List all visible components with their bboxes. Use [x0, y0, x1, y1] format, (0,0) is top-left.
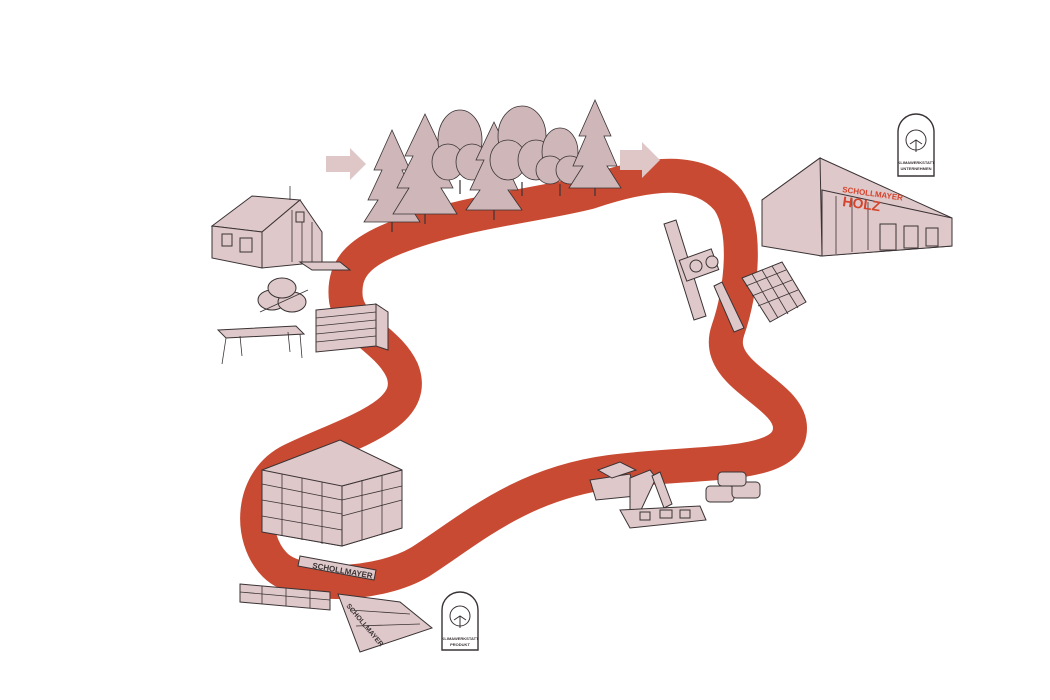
plank-stack-icon: [315, 303, 389, 353]
solar-panel-icon: [741, 261, 807, 323]
arrow-left-icon: [326, 148, 366, 180]
beam-product-icon: [297, 555, 377, 581]
sawmill-factory-icon: [761, 157, 953, 257]
seal-top-line2: UNTERNEHMEN: [900, 166, 931, 171]
rubble-pile-icon: [619, 505, 707, 529]
firewood-stack-icon: [257, 277, 309, 313]
wood-panel-icon: [337, 593, 434, 653]
lumber-stack-icon: [239, 583, 331, 611]
factory-brand-main: HOLZ: [842, 193, 882, 214]
timber-frame-building-icon: [261, 439, 403, 547]
lifecycle-loop: [240, 158, 807, 599]
woodchip-bales-icon: [705, 471, 761, 503]
seal-top-line1: KLIMAWERKSTATT: [898, 160, 936, 165]
seal-top: KLIMAWERKSTATT UNTERNEHMEN: [897, 113, 936, 177]
seal-bottom: KLIMAWERKSTATT PRODUKT: [441, 591, 480, 651]
forest-icon: [363, 99, 622, 232]
tree-seal-icon: [449, 605, 471, 628]
tree-seal-icon: [905, 129, 927, 152]
table-icon: [216, 325, 306, 365]
timber-harvester-icon: [663, 219, 745, 333]
seal-bottom-line2: PRODUKT: [450, 642, 470, 647]
wooden-house-icon: [210, 186, 352, 271]
demolition-excavator-icon: [589, 461, 673, 513]
seal-bottom-line1: KLIMAWERKSTATT: [442, 636, 480, 641]
arrow-right-icon: [620, 142, 660, 178]
